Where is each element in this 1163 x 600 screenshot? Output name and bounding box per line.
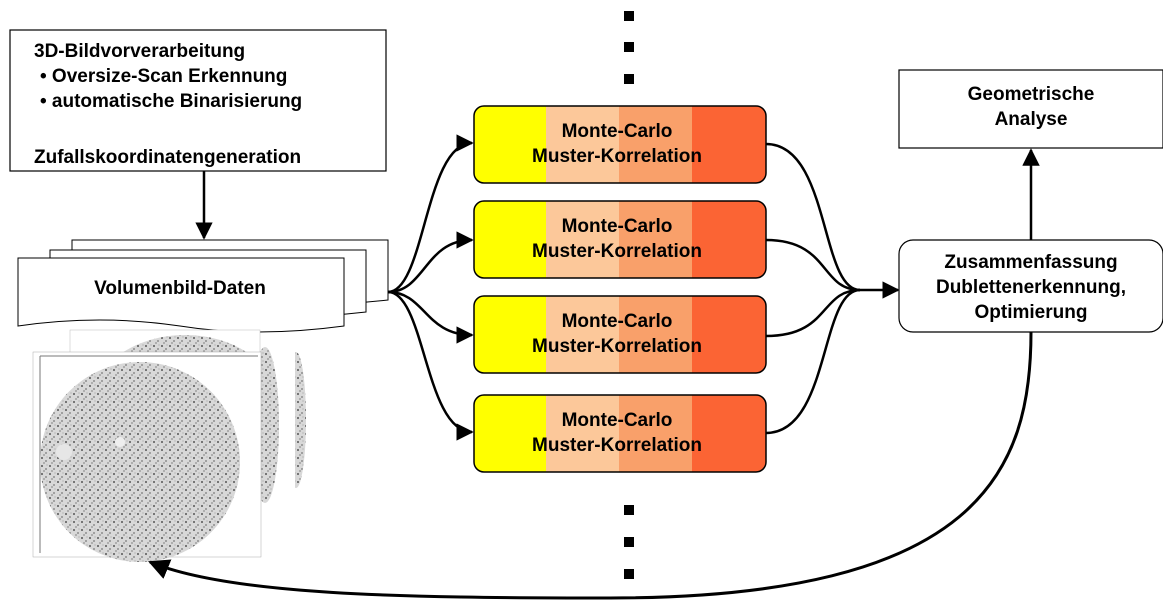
- preprocess-bullet-2: • automatische Binarisierung: [40, 91, 302, 112]
- mc-block-4-line2: Muster-Korrelation: [532, 435, 702, 456]
- preprocess-box: 3D-Bildvorverarbeitung • Oversize-Scan E…: [9, 29, 387, 172]
- mc-block-3-line1: Monte-Carlo: [562, 311, 673, 332]
- mc-segment: [474, 106, 546, 183]
- volume-data-stack: Volumenbild-Daten: [17, 239, 389, 333]
- mc-block-4-line1: Monte-Carlo: [562, 410, 673, 431]
- preprocess-bullet-1: • Oversize-Scan Erkennung: [40, 66, 287, 87]
- summary-box: Zusammenfassung Dublettenerkennung, Opti…: [898, 239, 1163, 333]
- summary-line3: Optimierung: [975, 302, 1088, 323]
- summary-line1: Zusammenfassung: [944, 252, 1117, 273]
- fan-out-arrows: [387, 134, 474, 441]
- mc-block-1-line2: Muster-Korrelation: [532, 146, 702, 167]
- mc-block-3-line2: Muster-Korrelation: [532, 336, 702, 357]
- mc-block-2-line1: Monte-Carlo: [562, 216, 673, 237]
- geometry-line2: Analyse: [995, 109, 1068, 130]
- preprocess-footer: Zufallskoordinatengeneration: [34, 147, 301, 168]
- arrow-feedback-loop: [148, 331, 1033, 600]
- fan-in-arrows: [765, 142, 900, 435]
- ellipsis-top: [624, 11, 634, 84]
- mc-block-2-line2: Muster-Korrelation: [532, 241, 702, 262]
- scan-images: [32, 329, 330, 562]
- mc-block-2: Monte-Carlo Muster-Korrelation: [473, 200, 767, 279]
- preprocess-title: 3D-Bildvorverarbeitung: [34, 41, 245, 62]
- mc-block-3: Monte-Carlo Muster-Korrelation: [473, 295, 767, 374]
- mc-block-1-line1: Monte-Carlo: [562, 121, 673, 142]
- geometry-line1: Geometrische: [968, 84, 1095, 105]
- geometry-box: Geometrische Analyse: [898, 69, 1163, 149]
- summary-line2: Dublettenerkennung,: [936, 277, 1126, 298]
- ellipsis-bottom: [624, 505, 634, 579]
- mc-block-4: Monte-Carlo Muster-Korrelation: [473, 394, 767, 473]
- volume-data-label: Volumenbild-Daten: [94, 278, 266, 299]
- mc-block-1: Monte-Carlo Muster-Korrelation: [473, 105, 767, 184]
